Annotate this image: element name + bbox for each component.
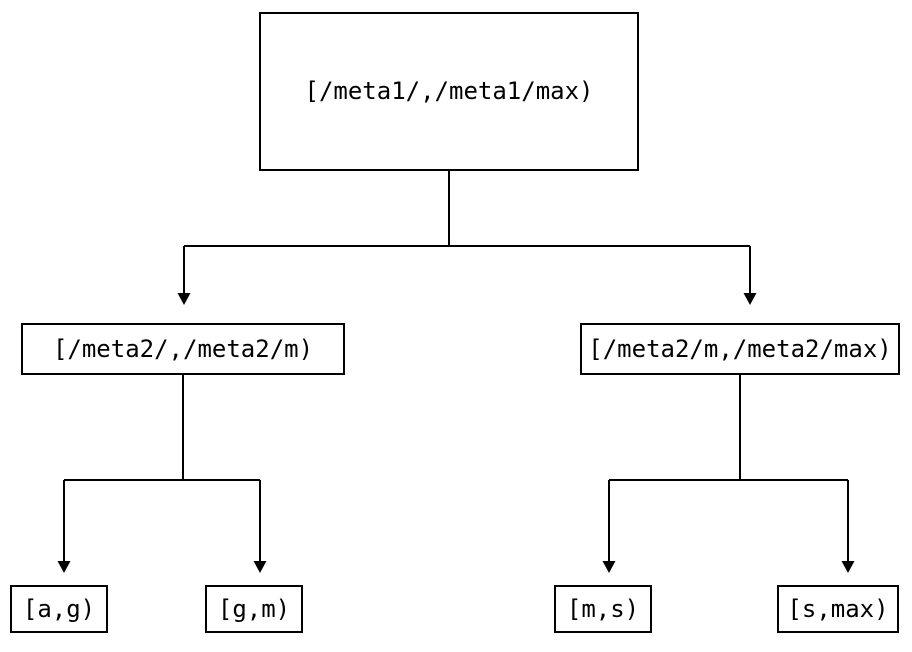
node-leaf-1-box (10, 585, 108, 633)
edge-group-mid-right (602, 375, 855, 573)
arrowhead-mid-left-to-leaf-2-icon (253, 561, 267, 573)
node-mid-left-label: [/meta2/,/meta2/m) (53, 335, 313, 363)
node-mid-left: [/meta2/,/meta2/m) (21, 323, 345, 375)
node-mid-left-box (21, 323, 345, 375)
node-leaf-1: [a,g) (10, 585, 108, 633)
node-leaf-4: [s,max) (777, 585, 899, 633)
node-mid-right-box (580, 323, 900, 375)
arrowhead-mid-right-to-leaf-4-icon (841, 561, 855, 573)
arrowhead-mid-right-to-leaf-3-icon (602, 561, 616, 573)
node-root: [/meta1/,/meta1/max) (259, 12, 639, 171)
arrowhead-root-to-mid-left-icon (177, 293, 191, 305)
arrowhead-mid-left-to-leaf-1-icon (57, 561, 71, 573)
node-leaf-2: [g,m) (205, 585, 303, 633)
edge-group-mid-left (57, 375, 267, 573)
node-leaf-3-label: [m,s) (567, 595, 639, 623)
node-leaf-4-label: [s,max) (787, 595, 888, 623)
node-leaf-1-label: [a,g) (23, 595, 95, 623)
node-mid-right: [/meta2/m,/meta2/max) (580, 323, 900, 375)
node-mid-right-label: [/meta2/m,/meta2/max) (588, 335, 891, 363)
node-leaf-3: [m,s) (554, 585, 652, 633)
node-root-box (259, 12, 639, 171)
node-leaf-3-box (554, 585, 652, 633)
node-leaf-2-box (205, 585, 303, 633)
node-leaf-2-label: [g,m) (218, 595, 290, 623)
node-root-label: [/meta1/,/meta1/max) (305, 77, 594, 105)
edge-group-root (177, 171, 757, 305)
node-leaf-4-box (777, 585, 899, 633)
arrowhead-root-to-mid-right-icon (743, 293, 757, 305)
